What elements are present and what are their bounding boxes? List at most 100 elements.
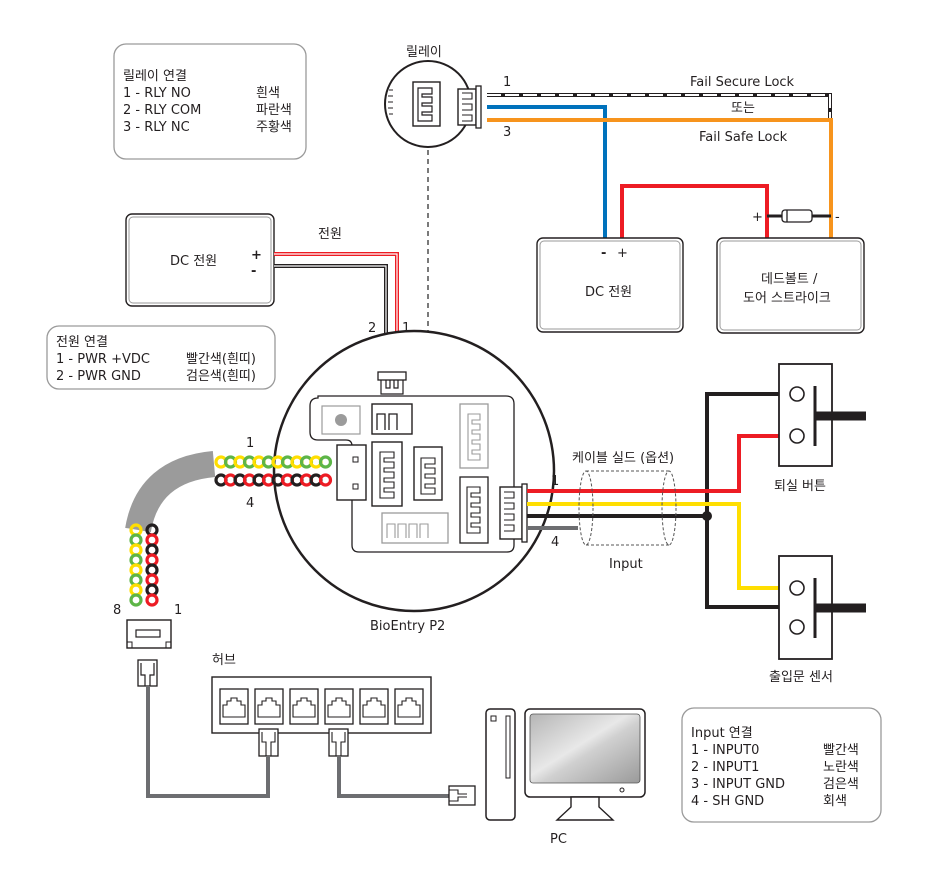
- dc-power-right: - + DC 전원: [536, 237, 684, 333]
- rj45-port-icon: [362, 697, 386, 718]
- input-cable-label: Input: [609, 557, 643, 572]
- cable-shield-label: 케이블 실드 (옵션): [572, 451, 674, 466]
- dc-power-right-minus: -: [601, 246, 606, 261]
- input-legend-color-2: 노란색: [823, 760, 859, 775]
- power-legend-box: [46, 325, 276, 390]
- twisted-pair-loop: [318, 473, 333, 487]
- lock-box: [716, 237, 865, 334]
- hub: 허브: [146, 653, 476, 806]
- relay-legend: 릴레이 연결 1 - RLY NO 흰색 2 - RLY COM 파란색 3 -…: [113, 43, 307, 160]
- input-legend-pin-4: 4 - SH GND: [691, 794, 764, 809]
- pc-label: PC: [550, 832, 567, 847]
- input-wire-red: [527, 434, 779, 493]
- input-legend-color-4: 회색: [823, 794, 847, 809]
- hub-port[interactable]: [359, 688, 389, 725]
- power-legend-color-2: 검은색(흰띠): [186, 369, 256, 384]
- relay-wire-com: [487, 105, 607, 238]
- diode-icon: [781, 209, 813, 223]
- lock-device: + - 데드볼트 / 도어 스트라이크: [716, 210, 865, 334]
- eth-pin-8: 8: [113, 603, 121, 618]
- fail-safe-label: Fail Safe Lock: [699, 130, 788, 145]
- input-pin-4-label: 4: [551, 535, 559, 550]
- door-sensor-label: 출입문 센서: [769, 670, 833, 685]
- input-pin-1-label: 1: [551, 474, 559, 489]
- power-legend-pin-2: 2 - PWR GND: [56, 369, 141, 384]
- relay-legend-color-2: 파란색: [256, 103, 292, 118]
- exit-button: 퇴실 버튼: [774, 363, 866, 494]
- rj45-plug-device: [126, 619, 172, 649]
- hub-port[interactable]: [289, 688, 319, 725]
- rj45-port-icon: [222, 697, 246, 718]
- input-legend-title: Input 연결: [691, 726, 753, 741]
- input-socket: [459, 476, 489, 544]
- dc-power-left-plus: +: [251, 248, 262, 263]
- input-legend-box: [681, 707, 882, 823]
- input-legend-color-3: 검은색: [823, 777, 859, 792]
- rj45-port-icon: [327, 697, 351, 718]
- dc-power-left-box: [125, 213, 275, 307]
- power-legend-color-1: 빨간색(흰띠): [186, 352, 256, 367]
- dc-power-right-label: DC 전원: [585, 285, 632, 300]
- pc-tower: [485, 708, 516, 821]
- hub-port[interactable]: [254, 688, 284, 725]
- power-pin-1-label: 1: [402, 321, 410, 336]
- lock-plus: +: [752, 210, 763, 225]
- pc: PC: [485, 708, 646, 847]
- hub-port[interactable]: [324, 688, 354, 725]
- or-label: 또는: [731, 101, 755, 116]
- relay-wire-no: [487, 94, 831, 120]
- relay-label: 릴레이: [406, 45, 442, 60]
- hub-label: 허브: [212, 653, 236, 668]
- exit-button-label: 퇴실 버튼: [774, 479, 826, 494]
- input-wires: [527, 392, 779, 609]
- input-legend-pin-2: 2 - INPUT1: [691, 760, 759, 775]
- eth-pin-4-top: 4: [246, 496, 254, 511]
- power-pin-2-label: 2: [368, 321, 376, 336]
- relay-legend-pin-2: 2 - RLY COM: [123, 103, 201, 118]
- dc-power-left-minus: -: [251, 264, 256, 279]
- relay-legend-pin-3: 3 - RLY NC: [123, 120, 190, 135]
- input-wire-yellow: [527, 502, 779, 590]
- power-plug: [377, 371, 407, 381]
- hub-port[interactable]: [394, 688, 424, 725]
- dc-power-left-label: DC 전원: [170, 254, 217, 269]
- input-legend: Input 연결 1 - INPUT0 빨간색 2 - INPUT1 노란색 3…: [681, 707, 882, 823]
- rj45-port-icon: [257, 697, 281, 718]
- hub-port[interactable]: [219, 688, 249, 725]
- eth-pin-1-top: 1: [246, 436, 254, 451]
- cable-jacket: [125, 451, 216, 533]
- relay-pin-3-label: 3: [503, 125, 511, 140]
- input-legend-color-1: 빨간색: [823, 743, 859, 758]
- power-socket: [371, 403, 413, 435]
- rj45-port-icon: [292, 697, 316, 718]
- fail-secure-label: Fail Secure Lock: [690, 75, 795, 90]
- relay-legend-pin-1: 1 - RLY NO: [123, 86, 191, 101]
- twisted-pair-loop: [318, 455, 333, 469]
- unused-socket-bottom: [381, 512, 449, 544]
- eth-pin-1: 1: [174, 603, 182, 618]
- input-legend-pin-3: 3 - INPUT GND: [691, 777, 785, 792]
- ethernet-socket: [371, 441, 403, 507]
- ethernet-plug: [336, 444, 367, 501]
- bioentry-device: BioEntry P2: [272, 329, 556, 634]
- cable-device-to-hub: [146, 686, 270, 798]
- pc-screen: [529, 713, 641, 784]
- power-legend: 전원 연결 1 - PWR +VDC 빨간색(흰띠) 2 - PWR GND 검…: [46, 325, 276, 390]
- twisted-pair-loop: [129, 593, 143, 607]
- pc-stand: [555, 796, 615, 821]
- relay-module: 릴레이: [384, 45, 482, 447]
- relay-legend-color-3: 주황색: [256, 120, 292, 135]
- pc-plug: [448, 785, 476, 806]
- relay-legend-title: 릴레이 연결: [123, 69, 187, 84]
- cable-shield: [578, 470, 677, 546]
- lock-label-line2: 도어 스트라이크: [743, 291, 831, 306]
- power-legend-title: 전원 연결: [56, 335, 108, 350]
- ethernet-cable: [125, 451, 333, 687]
- door-sensor: 출입문 센서: [769, 555, 866, 685]
- rj45-port-icon: [397, 697, 421, 718]
- power-legend-pin-1: 1 - PWR +VDC: [56, 352, 150, 367]
- lock-minus: -: [835, 210, 840, 225]
- relay-wire-nc: [487, 118, 833, 238]
- relay-wires: [487, 93, 833, 238]
